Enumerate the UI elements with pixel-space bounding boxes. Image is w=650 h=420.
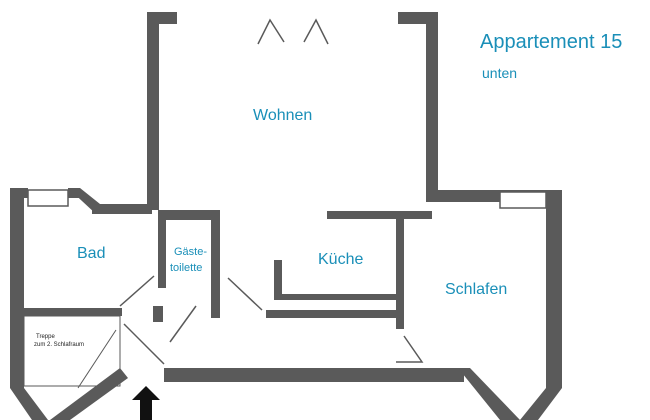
room-label-schlafen: Schlafen xyxy=(445,281,507,298)
arrow-head xyxy=(132,386,160,400)
windows xyxy=(27,189,547,209)
wall-kitchen-counter-bottom xyxy=(274,294,400,300)
page-subtitle: unten xyxy=(482,65,517,81)
wall-wc-top xyxy=(158,210,220,220)
walls xyxy=(10,12,562,420)
arrow-up-icon xyxy=(132,386,160,420)
wall-bath-bottom xyxy=(20,308,122,316)
room-label-gaeste-2: toilette xyxy=(170,262,202,274)
wall-wc-left-low xyxy=(153,306,163,322)
wall-bath-top-left xyxy=(10,188,28,198)
wall-bath-top-middle xyxy=(92,204,152,214)
wall-bath-outer-left xyxy=(10,188,24,388)
window-bath xyxy=(27,189,69,207)
stairs-divider xyxy=(77,329,117,389)
door-kitchen xyxy=(227,277,263,311)
door-wc xyxy=(169,305,197,343)
door-stairs xyxy=(123,323,165,365)
wall-kitchen-bottom xyxy=(266,310,396,318)
stairs-label-2: zum 2. Schlafraum xyxy=(34,342,84,348)
wall-bottom-left-slope xyxy=(50,368,128,420)
wall-corridor-bottom xyxy=(164,368,464,382)
wall-corridor-slope-right xyxy=(458,368,520,420)
door-living-balcony xyxy=(257,18,329,45)
room-label-bad: Bad xyxy=(77,245,105,262)
door-bath xyxy=(119,275,155,307)
wall-living-left xyxy=(147,12,159,210)
stairs xyxy=(23,315,121,389)
door-bedroom xyxy=(396,335,424,363)
arrow-shaft xyxy=(140,399,152,420)
doors xyxy=(119,18,424,365)
wall-kitchen-top xyxy=(327,211,432,219)
wall-kitchen-right xyxy=(396,211,404,329)
wall-bedroom-right xyxy=(546,190,562,388)
room-label-wohnen: Wohnen xyxy=(253,107,312,124)
stairs-outline xyxy=(23,315,121,387)
wall-living-right xyxy=(426,12,438,202)
stairs-label-1: Treppe xyxy=(36,334,55,340)
wall-wc-right xyxy=(211,210,220,318)
room-label-kueche: Küche xyxy=(318,251,363,268)
window-bedroom xyxy=(499,191,547,209)
wall-kitchen-counter-left xyxy=(274,260,282,300)
page-title: Appartement 15 xyxy=(480,31,622,53)
wall-bottom-left-edge xyxy=(10,388,48,420)
room-label-gaeste-1: Gäste- xyxy=(174,246,207,258)
wall-wc-left xyxy=(158,210,166,288)
wall-bedroom-bottom-slope xyxy=(520,388,562,420)
